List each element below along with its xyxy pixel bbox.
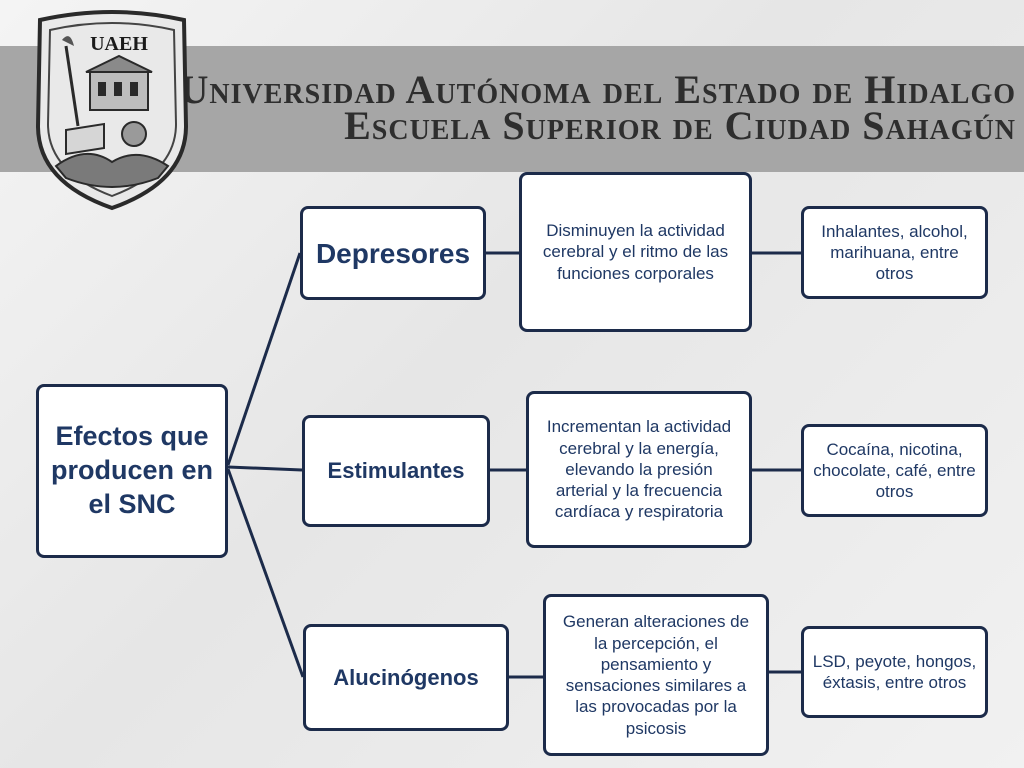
description-estimulantes: Incrementan la actividad cerebral y la e… [526, 391, 752, 548]
connector-root-alucinogenos [226, 468, 305, 678]
connector-root-estimulantes [227, 465, 303, 472]
category-estimulantes: Estimulantes [302, 415, 490, 527]
torch-icon [64, 45, 80, 127]
examples-estimulantes: Cocaína, nicotina, chocolate, café, entr… [801, 424, 988, 517]
examples-depresores: Inhalantes, alcohol, marihuana, entre ot… [801, 206, 988, 299]
gear-icon [121, 121, 148, 147]
connector-root-depresores [226, 252, 302, 466]
examples-alucinogenos: LSD, peyote, hongos, éxtasis, entre otro… [801, 626, 988, 718]
description-depresores: Disminuyen la actividad cerebral y el ri… [519, 172, 752, 332]
uaeh-shield-logo: UAEH [35, 10, 189, 211]
description-alucinogenos: Generan alteraciones de la percepción, e… [543, 594, 769, 756]
logo-text: UAEH [90, 33, 148, 55]
book-icon [65, 122, 105, 156]
university-title: Universidad Autónoma del Estado de Hidal… [179, 67, 1016, 112]
category-alucinogenos: Alucinógenos [303, 624, 509, 731]
building-roof-icon [85, 54, 153, 73]
landscape-icon [54, 152, 170, 188]
school-title: Escuela Superior de Ciudad Sahagún [344, 103, 1016, 148]
root-node: Efectos que producen en el SNC [36, 384, 228, 558]
category-depresores: Depresores [300, 206, 486, 300]
